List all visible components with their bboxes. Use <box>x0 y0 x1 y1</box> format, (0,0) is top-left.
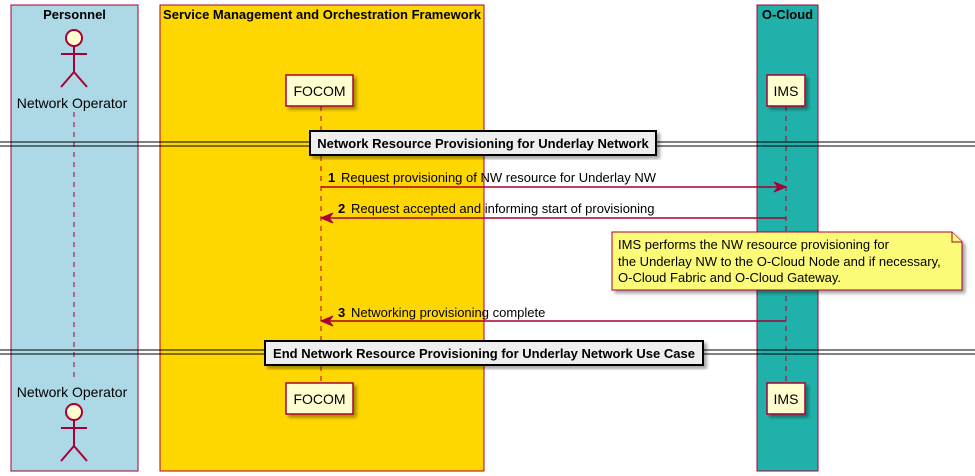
box-personnel: Personnel <box>10 4 139 472</box>
participant-ims-top: IMS <box>766 74 806 107</box>
separator-end: End Network Resource Provisioning for Un… <box>0 340 975 366</box>
participant-focom-label: FOCOM <box>293 83 345 99</box>
note-line-2: the Underlay NW to the O-Cloud Node and … <box>618 254 941 269</box>
stick-figure-icon <box>60 29 88 88</box>
message-1-number: 1 <box>328 170 335 185</box>
message-1: 1 Request provisioning of NW resource fo… <box>321 170 788 193</box>
actor-operator-top: Network Operator <box>17 29 128 111</box>
arrow-left-icon <box>319 315 334 327</box>
box-personnel-title: Personnel <box>43 7 106 22</box>
participant-focom-label-bottom: FOCOM <box>293 391 345 407</box>
separator-start-label: Network Resource Provisioning for Underl… <box>317 136 649 151</box>
message-3-number: 3 <box>338 305 345 320</box>
participant-ims-label: IMS <box>774 83 799 99</box>
participant-focom-bottom: FOCOM <box>285 382 354 415</box>
separator-start: Network Resource Provisioning for Underl… <box>0 130 975 156</box>
message-2: 2 Request accepted and informing start o… <box>319 201 786 224</box>
note: IMS performs the NW resource provisionin… <box>611 231 963 291</box>
arrow-right-icon <box>773 181 788 193</box>
actor-operator-bottom: Network Operator <box>17 384 128 462</box>
separator-end-label: End Network Resource Provisioning for Un… <box>273 346 695 361</box>
participant-ims-label-bottom: IMS <box>774 391 799 407</box>
actor-operator-label: Network Operator <box>17 95 128 111</box>
message-1-label: Request provisioning of NW resource for … <box>341 170 657 185</box>
note-line-1: IMS performs the NW resource provisionin… <box>618 237 890 252</box>
message-2-number: 2 <box>338 201 345 216</box>
participant-focom-top: FOCOM <box>285 74 354 107</box>
message-3-label: Networking provisioning complete <box>351 305 545 320</box>
box-smo-title: Service Management and Orchestration Fra… <box>163 7 482 22</box>
message-3: 3 Networking provisioning complete <box>319 305 786 327</box>
stick-figure-icon <box>60 403 88 462</box>
participant-ims-bottom: IMS <box>766 382 806 415</box>
message-2-label: Request accepted and informing start of … <box>351 201 655 216</box>
box-ocloud-title: O-Cloud <box>762 7 813 22</box>
arrow-left-icon <box>319 212 334 224</box>
actor-operator-label-bottom: Network Operator <box>17 384 128 400</box>
note-line-3: O-Cloud Fabric and O-Cloud Gateway. <box>618 270 841 285</box>
